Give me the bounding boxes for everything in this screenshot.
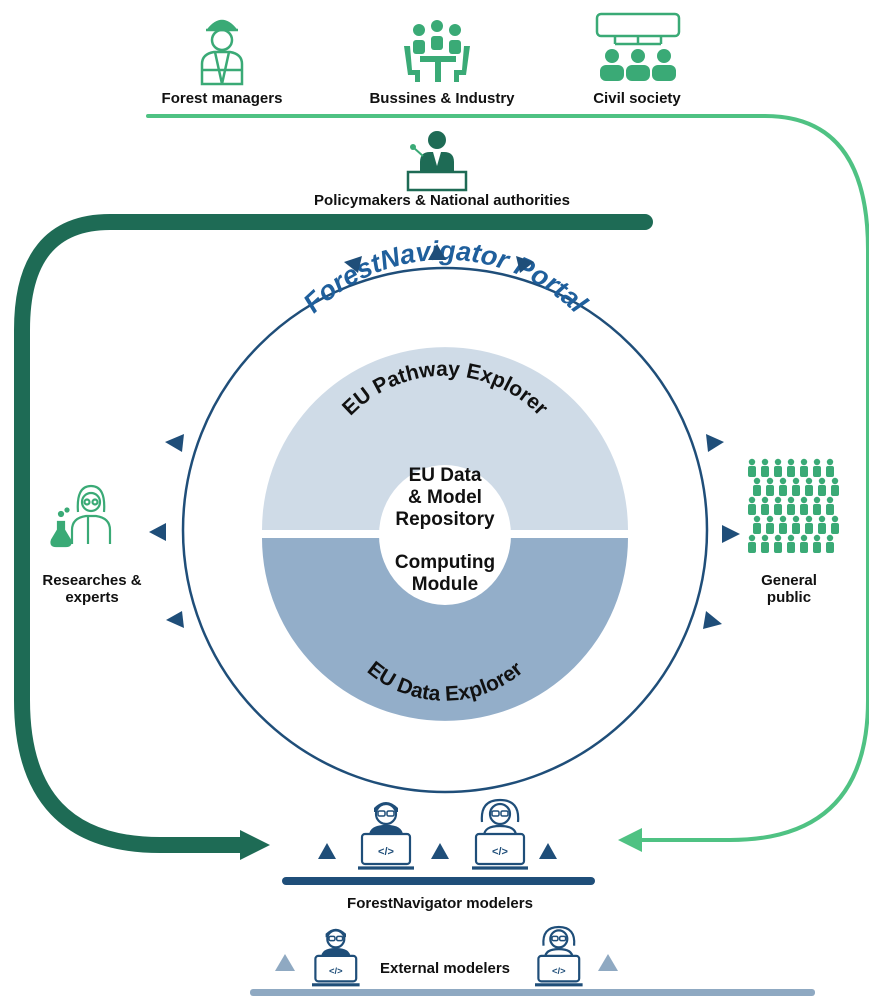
computing-module-label: Computing Module bbox=[395, 552, 495, 596]
scientist-icon bbox=[50, 484, 112, 548]
person-icon bbox=[805, 477, 813, 496]
dark-green-arrowhead bbox=[240, 830, 270, 860]
person-icon bbox=[766, 515, 774, 534]
person-icon bbox=[748, 458, 756, 477]
developer-laptop-icon: </> bbox=[535, 925, 583, 987]
triangle-modelers-3 bbox=[539, 843, 557, 859]
svg-text:</>: </> bbox=[378, 846, 394, 858]
meeting-icon bbox=[404, 20, 470, 82]
person-icon bbox=[818, 477, 826, 496]
triangle-right-middle bbox=[722, 525, 740, 543]
triangle-modelers-1 bbox=[318, 843, 336, 859]
triangle-left-lower bbox=[166, 611, 184, 628]
person-icon bbox=[792, 477, 800, 496]
person-icon bbox=[774, 534, 782, 553]
forestnavigator-modelers-label: ForestNavigator modelers bbox=[347, 895, 533, 912]
flow-triangles bbox=[149, 244, 740, 859]
developer-laptop-icon: </> bbox=[472, 798, 528, 870]
person-icon bbox=[826, 458, 834, 477]
person-icon bbox=[779, 477, 787, 496]
repository-line-3: Repository bbox=[395, 509, 495, 530]
computing-line-2: Module bbox=[411, 574, 479, 595]
person-icon bbox=[787, 534, 795, 553]
dark-green-flow-line bbox=[13, 214, 653, 853]
person-icon bbox=[748, 496, 756, 515]
triangle-right-lower bbox=[703, 611, 722, 629]
researchers-label: Researches & experts bbox=[42, 572, 142, 606]
person-icon bbox=[826, 496, 834, 515]
person-icon bbox=[787, 458, 795, 477]
triangle-left-middle bbox=[149, 523, 166, 541]
svg-text:</>: </> bbox=[329, 966, 343, 976]
person-icon bbox=[774, 458, 782, 477]
person-icon bbox=[761, 496, 769, 515]
person-icon bbox=[753, 477, 761, 496]
person-icon bbox=[792, 515, 800, 534]
external-modelers-bar bbox=[250, 989, 815, 996]
repository-core bbox=[379, 465, 511, 605]
triangle-right-upper bbox=[706, 434, 724, 452]
person-icon bbox=[800, 534, 808, 553]
triangle-modelers-2 bbox=[431, 843, 449, 859]
light-green-flow-line bbox=[146, 114, 869, 842]
person-icon bbox=[813, 458, 821, 477]
forest-managers-label: Forest managers bbox=[161, 90, 283, 107]
data-explorer-band bbox=[262, 538, 628, 721]
repository-label: EU Data & Model Repository bbox=[395, 465, 494, 531]
light-green-arrowhead bbox=[618, 828, 642, 852]
person-icon bbox=[748, 534, 756, 553]
triangle-top-left bbox=[344, 256, 362, 273]
community-icon bbox=[595, 12, 681, 81]
svg-text:</>: </> bbox=[552, 966, 566, 976]
developer-laptop-icon: </> bbox=[312, 928, 360, 987]
person-icon bbox=[831, 515, 839, 534]
computing-line-1: Computing bbox=[394, 552, 496, 573]
person-icon bbox=[753, 515, 761, 534]
speaker-icon bbox=[406, 131, 468, 192]
repository-line-1: EU Data bbox=[408, 465, 482, 486]
person-icon bbox=[831, 477, 839, 496]
business-industry-label: Bussines & Industry bbox=[369, 90, 515, 107]
person-icon bbox=[774, 496, 782, 515]
developer-laptop-icon: </> bbox=[358, 802, 414, 870]
crowd-icon bbox=[748, 458, 839, 553]
person-icon bbox=[826, 534, 834, 553]
person-icon bbox=[800, 496, 808, 515]
person-icon bbox=[813, 534, 821, 553]
general-public-label: General public bbox=[761, 572, 817, 606]
person-icon bbox=[805, 515, 813, 534]
triangle-top-right bbox=[516, 256, 534, 273]
forestnavigator-modelers-bar bbox=[282, 877, 595, 885]
person-icon bbox=[800, 458, 808, 477]
person-icon bbox=[779, 515, 787, 534]
person-icon bbox=[818, 515, 826, 534]
person-icon bbox=[766, 477, 774, 496]
svg-text:</>: </> bbox=[492, 846, 508, 858]
repository-line-2: & Model bbox=[408, 487, 482, 508]
triangle-external-right bbox=[598, 954, 618, 971]
worker-icon bbox=[200, 19, 244, 86]
person-icon bbox=[761, 534, 769, 553]
civil-society-label: Civil society bbox=[593, 90, 681, 107]
triangle-left-upper bbox=[165, 434, 184, 452]
person-icon bbox=[761, 458, 769, 477]
person-icon bbox=[787, 496, 795, 515]
pathway-explorer-band bbox=[262, 347, 628, 530]
triangle-top-center bbox=[428, 244, 446, 260]
person-icon bbox=[813, 496, 821, 515]
triangle-external-left bbox=[275, 954, 295, 971]
external-modelers-label: External modelers bbox=[379, 960, 511, 977]
policymakers-label: Policymakers & National authorities bbox=[314, 192, 570, 209]
